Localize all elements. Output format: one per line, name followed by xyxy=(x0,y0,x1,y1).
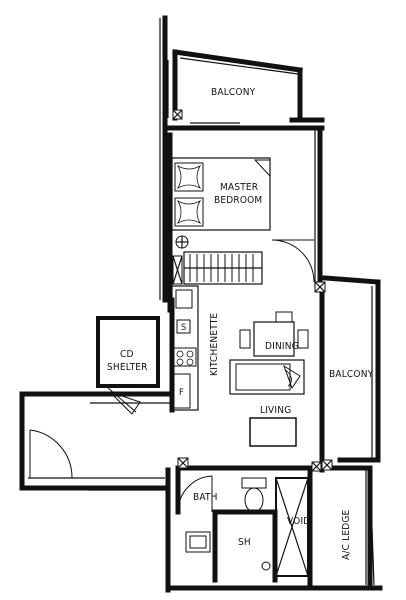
label-bath: BATH xyxy=(193,492,218,503)
bedroom-door xyxy=(271,239,315,283)
walls xyxy=(19,15,383,593)
tv-console xyxy=(249,417,297,447)
entrance-door xyxy=(29,429,73,479)
column-markers xyxy=(172,109,333,472)
label-sh: SH xyxy=(238,537,251,548)
label-fridge: F xyxy=(179,388,184,398)
label-cd-shelter-2: SHELTER xyxy=(107,362,148,373)
shelter-door xyxy=(107,385,141,415)
sofa xyxy=(229,359,305,395)
label-dining: DINING xyxy=(265,341,299,352)
basin xyxy=(185,531,211,553)
dining-table xyxy=(239,311,309,357)
label-kitchenette: KITCHENETTE xyxy=(209,313,220,376)
lamp-symbol xyxy=(175,235,189,249)
label-cd-shelter-1: CD xyxy=(120,349,134,360)
shower xyxy=(261,561,271,571)
kitchen-counter xyxy=(171,285,199,411)
label-balcony-top: BALCONY xyxy=(211,87,256,98)
label-master-bedroom-1: MASTER xyxy=(220,182,258,193)
wardrobe xyxy=(183,251,263,285)
toilet xyxy=(241,477,267,513)
label-void: VOID xyxy=(287,516,310,527)
label-stove: S xyxy=(181,323,186,333)
label-master-bedroom-2: BEDROOM xyxy=(214,195,262,206)
windows xyxy=(88,18,375,586)
label-living: LIVING xyxy=(260,405,291,416)
label-balcony-right: BALCONY xyxy=(329,369,374,380)
bath-door xyxy=(177,475,213,513)
bed xyxy=(171,157,271,231)
label-ac-ledge: A/C LEDGE xyxy=(341,509,352,560)
